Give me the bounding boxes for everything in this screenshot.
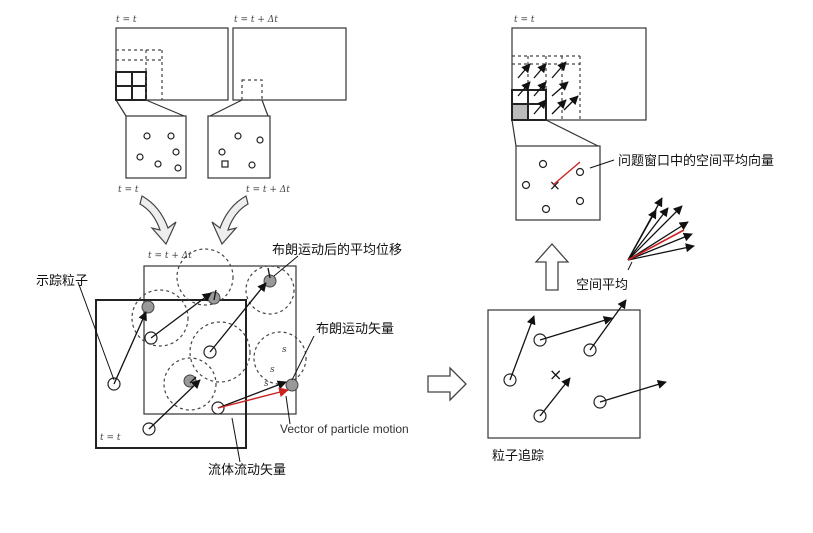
- process-arrow: [427, 366, 467, 402]
- time-label-t1dt-main: t = t + Δt: [148, 251, 192, 261]
- zoom-window-t1dt: t = t + Δt: [207, 99, 290, 195]
- label-particle-motion-vector: Vector of particle motion: [280, 422, 409, 436]
- frame-t1-right: t = t: [511, 15, 647, 121]
- s-label-1: s: [282, 345, 287, 355]
- time-label-t1-right: t = t: [514, 15, 535, 25]
- label-window-mean-vector: 问题窗口中的空间平均向量: [618, 153, 774, 169]
- svg-text:×: ×: [549, 365, 562, 384]
- time-label-t1-top: t = t: [116, 15, 137, 25]
- time-label-t1dt-zoom: t = t + Δt: [246, 185, 290, 195]
- s-label-2: s: [270, 365, 275, 375]
- frame-t1-main: [95, 299, 247, 449]
- zoom-window-t1: t = t: [115, 99, 187, 195]
- frame-t1-plus-dt: t = t + Δt: [232, 15, 347, 101]
- vector-fan: [627, 197, 695, 271]
- label-brownian-vector: 布朗运动矢量: [316, 322, 394, 337]
- label-spatial-average: 空间平均: [576, 278, 628, 293]
- zoom-window-right: ×: [511, 119, 615, 221]
- particle-tracking-frame: ×: [487, 299, 667, 439]
- s-label-3: s: [264, 379, 269, 389]
- svg-text:×: ×: [549, 178, 561, 194]
- frame-t1: t = t: [115, 15, 229, 101]
- time-label-t1-zoom: t = t: [118, 185, 139, 195]
- label-tracer-particle: 示踪粒子: [36, 274, 88, 289]
- time-label-t1-main: t = t: [100, 433, 121, 443]
- label-fluid-flow-vector: 流体流动矢量: [208, 463, 286, 478]
- label-particle-tracking: 粒子追踪: [492, 448, 544, 464]
- label-brownian-mean-displacement: 布朗运动后的平均位移: [272, 242, 402, 258]
- curved-arrow-left: [139, 195, 177, 246]
- spatial-average-arrow: [534, 243, 570, 291]
- brownian-diagram: t = t + Δt t = t s: [77, 248, 315, 463]
- curved-arrow-right: [211, 195, 249, 246]
- time-label-t1dt-top: t = t + Δt: [234, 15, 278, 25]
